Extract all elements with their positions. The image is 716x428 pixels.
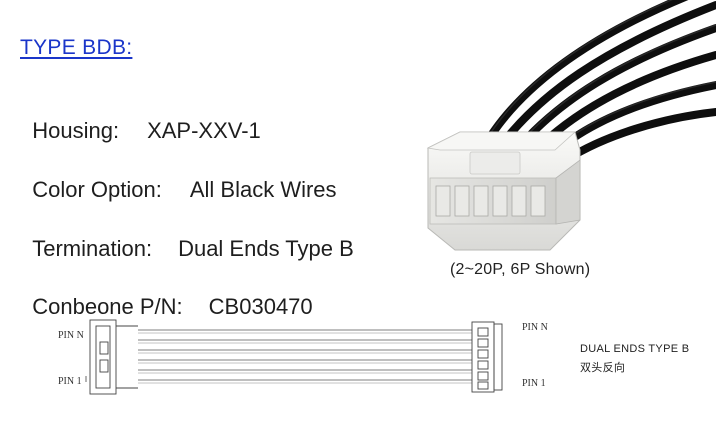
spec-row-color-option: Color Option: All Black Wires	[20, 151, 337, 203]
cable-drawing	[85, 319, 503, 395]
left-pin-n-label: PIN N	[58, 330, 84, 341]
drawing-title-en: DUAL ENDS TYPE B	[580, 343, 690, 355]
spec-label: Termination:	[32, 236, 153, 261]
spec-row-part-number: Conbeone P/N: CB030470	[20, 268, 313, 320]
right-connector	[471, 321, 503, 393]
spec-row-housing: Housing: XAP-XXV-1	[20, 92, 261, 144]
left-connector	[89, 319, 138, 395]
spec-value: Dual Ends Type B	[178, 236, 354, 261]
right-pin-n-label: PIN N	[522, 322, 548, 333]
white-housing	[426, 131, 581, 251]
wire-lines	[138, 329, 472, 381]
photo-caption: (2~20P, 6P Shown)	[450, 261, 591, 278]
left-pin-1-label: PIN 1	[58, 376, 82, 387]
right-pin-1-label: PIN 1	[522, 378, 546, 389]
connector-photo	[426, 0, 716, 251]
spec-label: Conbeone P/N:	[32, 294, 183, 319]
spec-value: CB030470	[208, 294, 313, 319]
spec-row-termination: Termination: Dual Ends Type B	[20, 210, 354, 262]
drawing-title-cn: 双头反向	[580, 362, 626, 374]
spec-label: Color Option:	[32, 177, 162, 202]
spec-value: All Black Wires	[189, 177, 337, 202]
spec-value: XAP-XXV-1	[147, 118, 261, 143]
type-title-link[interactable]: TYPE BDB:	[20, 36, 133, 59]
spec-label: Housing:	[32, 118, 120, 143]
